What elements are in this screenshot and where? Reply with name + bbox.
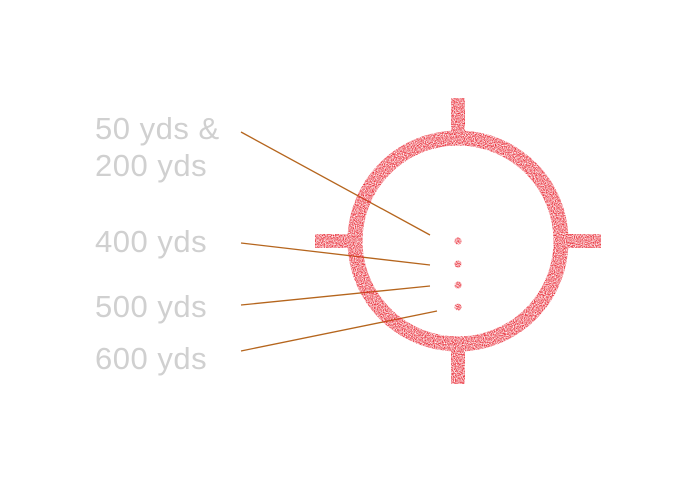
leader-line-50-200	[240, 131, 431, 236]
leader-line-600	[240, 310, 438, 352]
holdover-dot-400	[454, 260, 462, 268]
label-600-yds: 600 yds	[95, 341, 208, 376]
label-200-line: 200 yds	[95, 148, 208, 183]
leader-line-500	[240, 285, 431, 306]
holdover-dot-500	[454, 281, 462, 289]
label-400-yds: 400 yds	[95, 224, 208, 259]
reticle-post-bottom	[451, 342, 465, 384]
label-50-200-yds: 50 yds & 200 yds	[95, 110, 220, 184]
reticle-post-left	[315, 234, 357, 248]
label-500-yds: 500 yds	[95, 289, 208, 324]
reticle-post-right	[559, 234, 601, 248]
leader-line-400	[240, 242, 431, 266]
label-50-line: 50 yds &	[95, 111, 220, 146]
holdover-dot-600	[454, 303, 462, 311]
reticle-post-top	[451, 98, 465, 140]
holdover-dot-50-200	[454, 237, 462, 245]
